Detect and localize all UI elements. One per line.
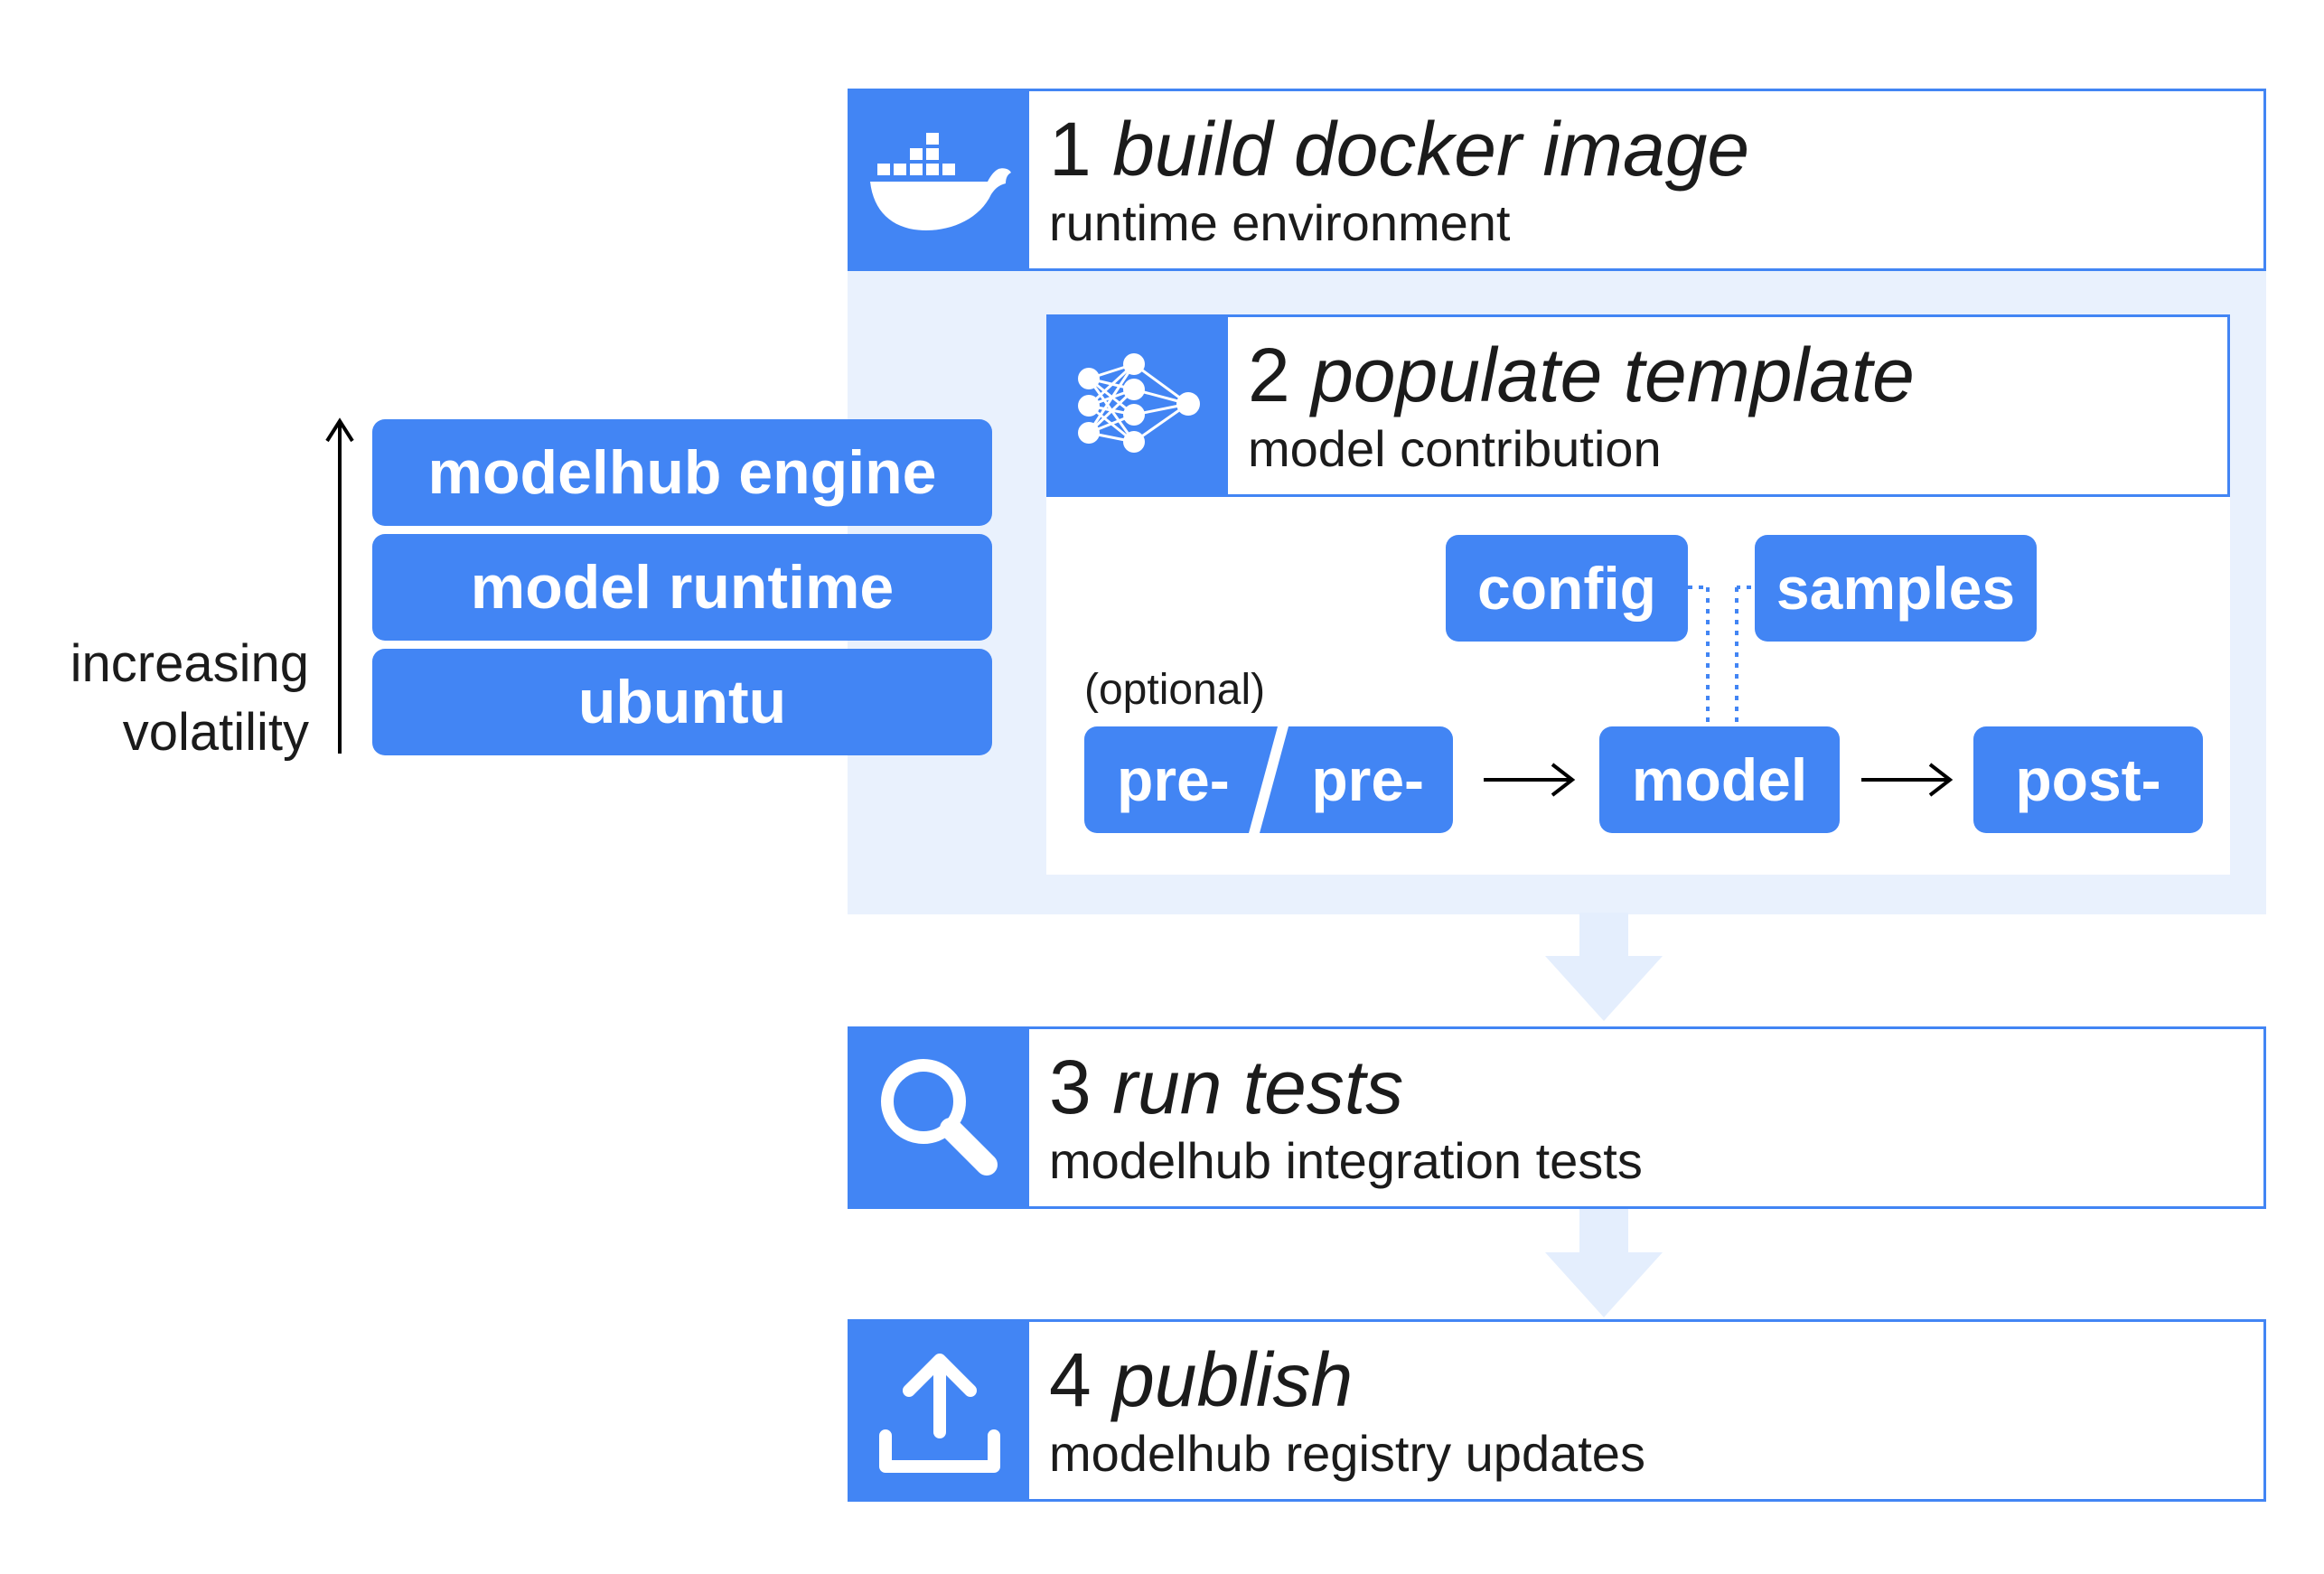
neural-network-icon: [1049, 317, 1228, 494]
pre-right-label: pre-: [1311, 746, 1424, 813]
flow-arrow-2-to-3: [1545, 913, 1663, 1021]
post-pill: post-: [1973, 726, 2203, 833]
config-samples-connector: [1688, 586, 1762, 727]
config-pill: config: [1446, 535, 1688, 642]
arrow-model-to-post: [1861, 763, 1954, 797]
stack-layer-model-runtime: model runtime: [372, 534, 992, 641]
flow-arrow-3-to-4: [1545, 1209, 1663, 1317]
step-run-tests: 3 run tests modelhub integration tests: [848, 1026, 2266, 1209]
volatility-label-line2: volatility: [122, 703, 309, 762]
step-1-number: 1: [1049, 107, 1092, 192]
docker-whale-icon: [850, 91, 1029, 268]
upload-icon: [850, 1322, 1029, 1499]
step-1-label: build docker image: [1112, 107, 1750, 192]
step-1-subtitle: runtime environment: [1049, 194, 1511, 251]
arrow-pre-to-model: [1484, 763, 1576, 797]
step-3-number: 3: [1049, 1045, 1092, 1129]
stack-layer-ubuntu: ubuntu: [372, 649, 992, 755]
step-3-subtitle: modelhub integration tests: [1049, 1132, 1643, 1189]
magnifier-icon: [850, 1029, 1029, 1206]
step-populate-template: 2 populate template model contribution: [1046, 314, 2230, 497]
step-2-number: 2: [1248, 333, 1290, 417]
step-publish: 4 publish modelhub registry updates: [848, 1319, 2266, 1502]
volatility-label-line1: increasing: [70, 634, 309, 693]
samples-pill: samples: [1755, 535, 2037, 642]
model-pill: model: [1599, 726, 1840, 833]
pre-left-label: pre-: [1117, 746, 1230, 813]
step-2-title: 2 populate template: [1248, 337, 1915, 413]
step-4-title: 4 publish: [1049, 1342, 1353, 1418]
step-2-subtitle: model contribution: [1248, 420, 1662, 477]
step-3-title: 3 run tests: [1049, 1049, 1403, 1125]
step-2-label: populate template: [1311, 333, 1915, 417]
optional-note: (optional): [1084, 666, 1266, 714]
preprocessing-pill: pre- pre-: [1084, 726, 1453, 833]
step-build-docker-image: 1 build docker image runtime environment: [848, 89, 2266, 271]
step-4-number: 4: [1049, 1337, 1092, 1422]
volatility-arrow: [325, 417, 354, 754]
step-4-label: publish: [1112, 1337, 1354, 1422]
stack-layer-modelhub-engine: modelhub engine: [372, 419, 992, 526]
step-4-subtitle: modelhub registry updates: [1049, 1425, 1645, 1482]
pre-divider: [1249, 726, 1289, 833]
step-3-label: run tests: [1112, 1045, 1404, 1129]
step-1-title: 1 build docker image: [1049, 111, 1749, 187]
